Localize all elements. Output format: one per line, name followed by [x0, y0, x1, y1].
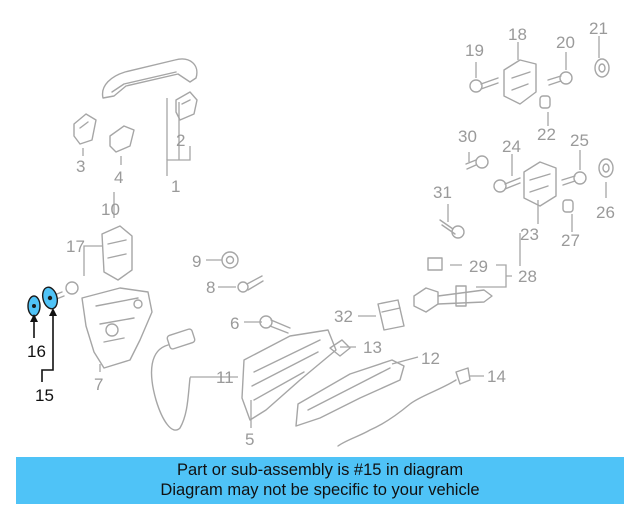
callout-labels: 1 2 3 4 5 6 7 8 9 10 11 12 13 14 15 16 1…: [27, 19, 615, 449]
callout-28: 28: [518, 267, 537, 286]
part-20-bolt[interactable]: [547, 71, 573, 86]
callout-13: 13: [363, 338, 382, 357]
callout-29: 29: [469, 257, 488, 276]
part-6-bolt[interactable]: [259, 315, 291, 334]
part-12-inner-handle[interactable]: [295, 359, 405, 427]
callout-14: 14: [487, 367, 506, 386]
part-11-cable[interactable]: [150, 328, 196, 431]
banner-line-1: Part or sub-assembly is #15 in diagram: [176, 461, 464, 479]
part-16-highlighted[interactable]: [27, 295, 41, 317]
callout-21: 21: [589, 19, 608, 38]
callout-3: 3: [76, 157, 85, 176]
info-banner: Part or sub-assembly is #15 in diagram D…: [16, 457, 624, 504]
part-29-pad[interactable]: [427, 257, 443, 271]
part-21-washer[interactable]: [594, 58, 610, 78]
callout-16: 16: [27, 342, 46, 361]
part-24-bolt[interactable]: [493, 177, 521, 193]
part-26-washer[interactable]: [598, 158, 614, 178]
part-13-washer[interactable]: [329, 339, 351, 357]
callout-30: 30: [458, 127, 477, 146]
part-30-bolt[interactable]: [465, 155, 489, 170]
part-32-bumper[interactable]: [377, 299, 405, 331]
leader-lines: [30, 36, 607, 428]
part-5-inner-module[interactable]: [241, 329, 337, 421]
banner-line-2: Diagram may not be specific to your vehi…: [160, 480, 480, 499]
callout-26: 26: [596, 203, 615, 222]
callout-15: 15: [35, 386, 54, 405]
part-8-screw[interactable]: [237, 275, 264, 293]
part-10-actuator[interactable]: [101, 225, 133, 281]
callout-8: 8: [206, 278, 215, 297]
callout-4: 4: [114, 168, 123, 187]
callout-23: 23: [520, 225, 539, 244]
callout-2: 2: [176, 131, 185, 150]
callout-7: 7: [94, 375, 103, 394]
callout-9: 9: [192, 252, 201, 271]
callout-32: 32: [334, 307, 353, 326]
callout-18: 18: [508, 25, 527, 44]
part-25-bolt[interactable]: [561, 171, 587, 186]
part-3-bezel[interactable]: [73, 113, 97, 145]
callout-12: 12: [421, 349, 440, 368]
callout-31: 31: [433, 183, 452, 202]
part-2-handle-cap[interactable]: [175, 91, 198, 121]
callout-22: 22: [537, 125, 556, 144]
part-1-outer-handle[interactable]: [101, 58, 198, 99]
callout-5: 5: [245, 430, 254, 449]
callout-6: 6: [230, 314, 239, 333]
callout-20: 20: [556, 33, 575, 52]
part-18-upper-hinge[interactable]: [503, 59, 537, 105]
part-15-highlighted[interactable]: [40, 286, 59, 311]
callout-11: 11: [216, 368, 234, 387]
part-27-bushing[interactable]: [562, 199, 574, 213]
part-28-check-strap[interactable]: [413, 285, 493, 313]
callout-1: 1: [171, 177, 180, 196]
callout-19: 19: [465, 41, 484, 60]
part-31-bolt[interactable]: [439, 219, 465, 239]
part-23-lower-hinge[interactable]: [523, 161, 557, 207]
callout-25: 25: [570, 131, 589, 150]
callout-24: 24: [502, 137, 521, 156]
part-4-gasket[interactable]: [109, 125, 135, 153]
callout-17: 17: [66, 237, 85, 256]
part-22-bushing[interactable]: [539, 95, 551, 109]
part-9-grommet[interactable]: [221, 251, 239, 269]
callout-10: 10: [101, 200, 120, 219]
part-19-bolt[interactable]: [469, 77, 499, 93]
callout-27: 27: [561, 231, 580, 250]
part-7-door-latch[interactable]: [81, 287, 153, 369]
part-14-release-cable[interactable]: [337, 367, 471, 447]
